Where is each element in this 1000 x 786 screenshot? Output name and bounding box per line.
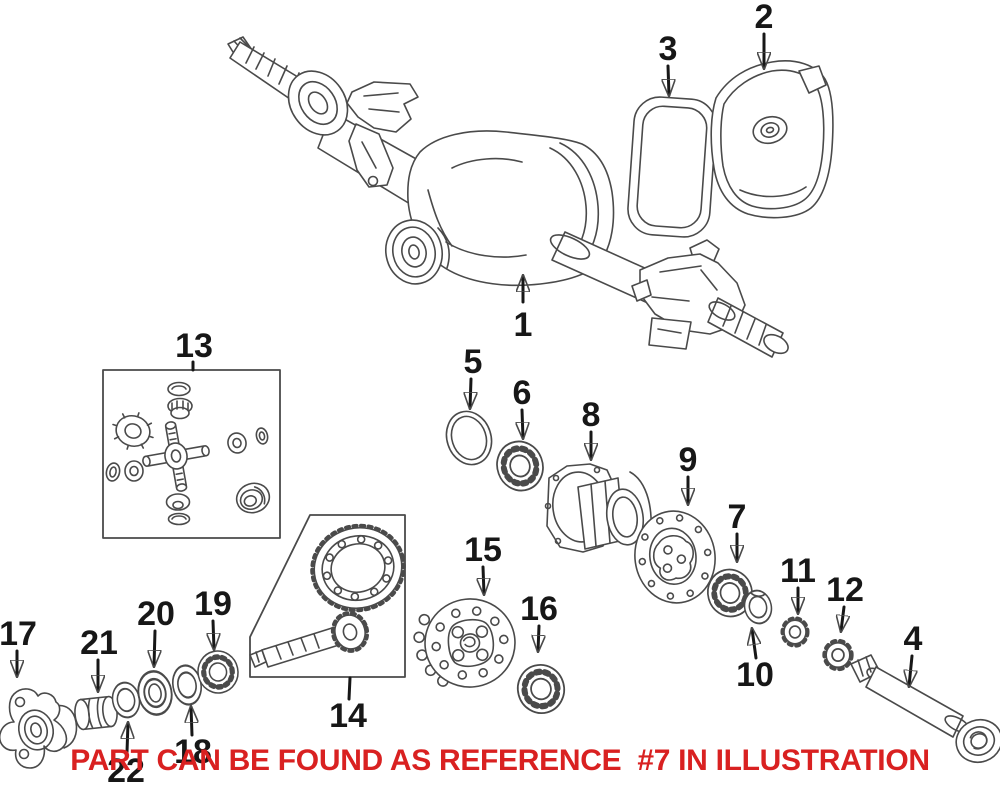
part-crush-sleeve-drawing [74,695,118,731]
part-snap-ring-drawing [445,410,493,466]
callout-5: 5 [464,343,483,408]
callout-label-12: 12 [826,571,864,609]
callout-label-18: 18 [174,733,212,771]
callout-label-20: 20 [137,595,175,633]
callout-17: 17 [0,615,37,676]
part-gear-plate-drawing [634,510,716,604]
part-axle-housing-drawing [227,36,789,358]
callout-label-1: 1 [514,306,533,344]
callout-15: 15 [464,531,502,594]
callout-13: 13 [175,327,213,372]
callout-label-4: 4 [904,620,923,658]
callout-label-3: 3 [659,30,678,68]
callout-8: 8 [582,396,601,459]
part-axle-shaft-drawing [850,654,1000,764]
callout-label-16: 16 [520,590,558,628]
callout-21: 21 [80,624,118,691]
callout-label-14: 14 [329,697,367,735]
callout-18: 18 [174,707,212,771]
part-diff-case-drawing [413,598,516,688]
callout-label-13: 13 [175,327,213,365]
callouts: 1 2 3 4 5 6 7 8 [0,0,923,786]
part-lock-washer-drawing [825,641,852,669]
callout-7: 7 [728,498,747,561]
callout-label-19: 19 [194,585,232,623]
callout-11: 11 [780,552,816,613]
callout-20: 20 [137,595,175,666]
callout-label-21: 21 [80,624,118,662]
callout-12: 12 [826,571,864,631]
callout-label-7: 7 [728,498,747,536]
callout-label-22: 22 [107,752,145,786]
callout-label-10: 10 [736,656,774,694]
part-retainer-hub-drawing [544,463,652,561]
callout-label-8: 8 [582,396,601,434]
part-cover-gasket-drawing [627,96,717,238]
callout-label-15: 15 [464,531,502,569]
reference-notice: PART CAN BE FOUND AS REFERENCE #7 IN ILL… [70,744,930,777]
callout-label-9: 9 [679,441,698,479]
part-bearing-16-drawing [512,660,569,719]
callout-10: 10 [736,629,774,694]
callout-6: 6 [513,374,532,438]
callout-label-17: 17 [0,615,37,653]
part-bearing-6-drawing [490,435,550,497]
part-oil-seal-20-drawing [133,667,177,719]
callout-1: 1 [514,276,533,344]
callout-label-6: 6 [513,374,532,412]
callout-19: 19 [194,585,232,649]
callout-14: 14 [329,676,367,735]
part-ring-gear-pinion-drawing [249,514,406,678]
callout-2: 2 [755,0,774,68]
part-diff-cover-drawing [710,60,834,219]
callout-label-2: 2 [755,0,774,36]
part-spider-gear-kit-drawing [102,369,281,539]
callout-9: 9 [679,441,698,504]
callout-label-5: 5 [464,343,483,381]
callout-22: 22 [107,723,145,786]
callout-label-11: 11 [780,552,816,590]
callout-16: 16 [520,590,558,651]
callout-4: 4 [904,620,923,686]
part-seal-10-drawing [740,587,776,627]
callout-3: 3 [659,30,678,95]
part-lock-nut-drawing [783,619,808,646]
